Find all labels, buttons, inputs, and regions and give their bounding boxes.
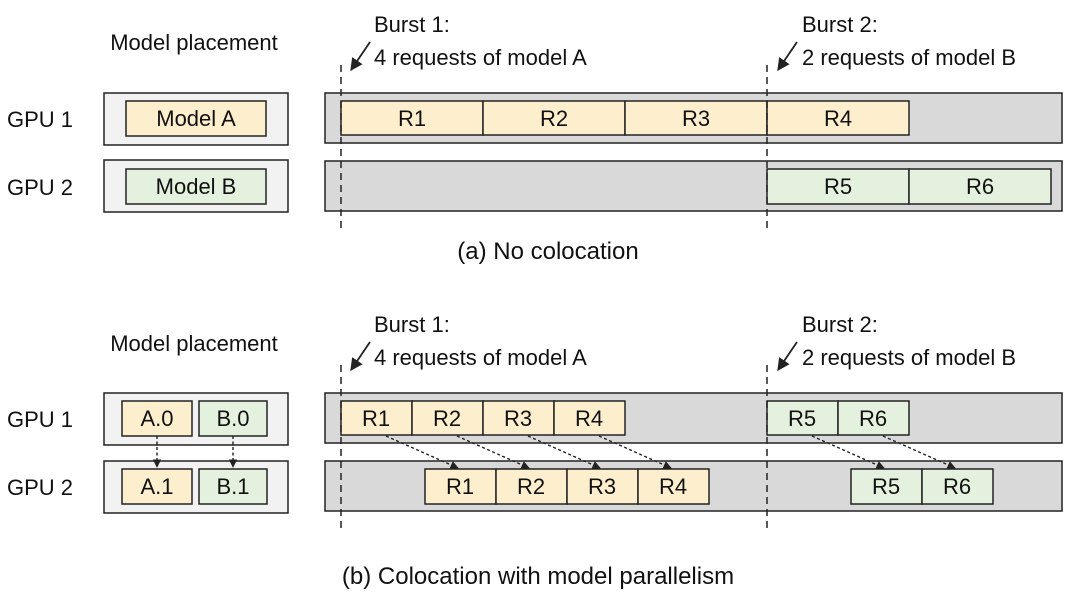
request-box (340, 400, 413, 436)
request-box (908, 168, 1052, 205)
pipeline-arrow (385, 435, 459, 469)
request-box (482, 400, 555, 436)
burst2-description: 2 requests of model B (802, 345, 1016, 370)
panel-a-caption: (a) No colocation (457, 238, 638, 265)
burst2-arrow (777, 341, 798, 372)
request-label: R3 (682, 106, 710, 131)
model-shard-label: A.0 (140, 406, 173, 431)
burst2-title: Burst 2: (802, 312, 878, 337)
pipeline-arrow (527, 435, 601, 469)
burst2-title: Burst 2: (802, 12, 878, 37)
gpu1-model-b-shard (198, 400, 268, 437)
model-shard-label: B.1 (216, 474, 249, 499)
request-box (637, 468, 710, 505)
request-box (837, 400, 910, 436)
request-label: R2 (433, 406, 461, 431)
request-box (850, 468, 923, 505)
request-label: R4 (575, 406, 603, 431)
request-label: R3 (588, 474, 616, 499)
gpu2-model-b-shard (198, 468, 268, 505)
gpu2-model-b-chip (125, 168, 267, 205)
request-label: R6 (966, 174, 994, 199)
request-label: R1 (398, 106, 426, 131)
gpu1-model-a-shard (121, 400, 193, 437)
gpu1-label: GPU 1 (7, 407, 73, 432)
request-label: R2 (540, 106, 568, 131)
request-box (495, 468, 568, 505)
request-label: R4 (824, 106, 852, 131)
request-box (424, 468, 497, 505)
burst2-description: 2 requests of model B (802, 45, 1016, 70)
gpu1-label: GPU 1 (7, 107, 73, 132)
panel-a: Model placement GPU 1 GPU 2 Model A Mode… (7, 12, 1063, 265)
model-placement-label: Model placement (110, 331, 278, 356)
gpu2-model-a-shard (121, 468, 193, 505)
request-label: R5 (872, 474, 900, 499)
burst1-arrow (350, 341, 371, 372)
request-box (411, 400, 484, 436)
gpu1-model-a-label: Model A (156, 106, 236, 131)
request-box (340, 100, 484, 136)
gpu2-model-b-label: Model B (156, 174, 237, 199)
request-box (482, 100, 626, 136)
request-box (553, 400, 626, 436)
request-label: R5 (824, 174, 852, 199)
request-label: R5 (788, 406, 816, 431)
pipeline-arrow (811, 435, 885, 469)
gpu2-label: GPU 2 (7, 475, 73, 500)
request-box (566, 468, 639, 505)
request-label: R4 (659, 474, 687, 499)
pipeline-arrow (456, 435, 530, 469)
model-shard-label: A.1 (140, 474, 173, 499)
request-label: R3 (504, 406, 532, 431)
request-label: R2 (517, 474, 545, 499)
burst1-description: 4 requests of model A (374, 45, 587, 70)
request-box (921, 468, 994, 505)
model-shard-label: B.0 (216, 406, 249, 431)
burst1-title: Burst 1: (374, 12, 450, 37)
gpu2-label: GPU 2 (7, 175, 73, 200)
pipeline-arrow (598, 435, 672, 469)
pipeline-arrow (882, 435, 956, 469)
model-placement-label: Model placement (110, 30, 278, 55)
burst1-description: 4 requests of model A (374, 345, 587, 370)
request-label: R6 (943, 474, 971, 499)
request-label: R1 (446, 474, 474, 499)
burst1-title: Burst 1: (374, 312, 450, 337)
request-label: R1 (362, 406, 390, 431)
burst1-arrow (350, 41, 371, 72)
request-label: R6 (859, 406, 887, 431)
request-box (624, 100, 768, 136)
gpu1-model-a-chip (125, 100, 267, 137)
burst2-arrow (777, 41, 798, 72)
panel-b-caption: (b) Colocation with model parallelism (342, 563, 734, 590)
panel-b: Model placement GPU 1 GPU 2 A.0 B.0 A.1 … (7, 312, 1063, 590)
